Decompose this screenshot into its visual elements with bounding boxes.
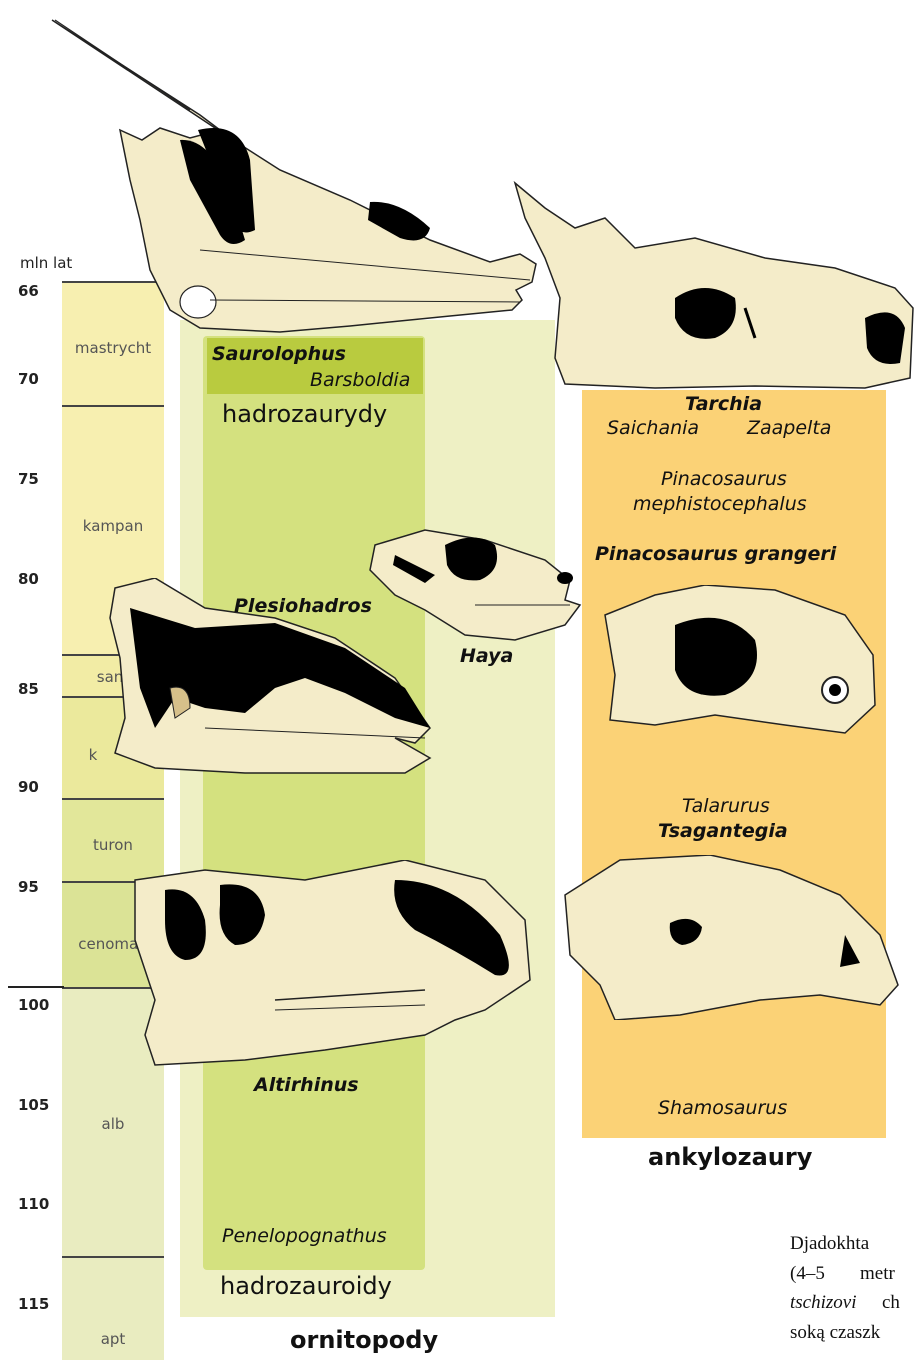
tick-75: 75 <box>18 470 39 488</box>
tick-110: 110 <box>18 1195 49 1213</box>
side-text-line-3b: ch <box>882 1292 900 1314</box>
taxon-shamosaurus: Shamosaurus <box>658 1097 787 1119</box>
tick-70: 70 <box>18 370 39 388</box>
side-text-line-1: Djadokhta <box>790 1233 869 1255</box>
side-text-line-3a: tschizovi <box>790 1292 857 1314</box>
taxon-pinacosaurus-grangeri: Pinacosaurus grangeri <box>595 543 836 565</box>
side-text-line-2a: (4–5 <box>790 1263 825 1285</box>
taxon-barsboldia: Barsboldia <box>310 369 410 391</box>
saurolophus-skull-illustration <box>50 10 550 340</box>
tick-90: 90 <box>18 778 39 796</box>
tick-115: 115 <box>18 1295 49 1313</box>
pinacosaurus-skull-illustration <box>595 585 880 735</box>
tsagantegia-skull-illustration <box>560 855 900 1020</box>
taxon-tsagantegia: Tsagantegia <box>658 820 788 842</box>
tarchia-skull-illustration <box>505 178 914 393</box>
altirhinus-skull-illustration <box>125 860 535 1070</box>
taxon-plesiohadros: Plesiohadros <box>234 595 372 617</box>
group-label-hadrozauroidy: hadrozauroidy <box>220 1272 392 1300</box>
taxon-pinacosaurus-mephistocephalus-species: mephistocephalus <box>633 493 807 515</box>
taxon-haya: Haya <box>460 645 513 667</box>
boundary-100-line <box>8 986 64 988</box>
clade-label-ornitopody: ornitopody <box>290 1326 438 1354</box>
hadrosauroid-inner-band <box>203 336 425 1270</box>
taxon-talarurus: Talarurus <box>682 795 770 817</box>
tick-105: 105 <box>18 1096 49 1114</box>
tick-95: 95 <box>18 878 39 896</box>
tick-80: 80 <box>18 570 39 588</box>
taxon-altirhinus: Altirhinus <box>254 1074 359 1096</box>
group-label-hadrozaurydy: hadrozaurydy <box>222 400 387 428</box>
taxon-saichania: Saichania <box>607 417 699 439</box>
clade-label-ankylozaury: ankylozaury <box>648 1143 812 1171</box>
tick-100: 100 <box>18 996 49 1014</box>
taxon-saurolophus: Saurolophus <box>212 343 346 365</box>
stage-apt: apt <box>62 1256 164 1360</box>
taxon-pinacosaurus-mephistocephalus-genus: Pinacosaurus <box>661 468 787 490</box>
taxon-tarchia: Tarchia <box>685 393 762 415</box>
tick-85: 85 <box>18 680 39 698</box>
tick-66: 66 <box>18 282 39 300</box>
taxon-penelopognathus: Penelopognathus <box>222 1225 387 1247</box>
side-text-line-4: soką czaszk <box>790 1322 880 1344</box>
side-text-line-2b: metr <box>860 1263 895 1285</box>
taxon-zaapelta: Zaapelta <box>747 417 831 439</box>
